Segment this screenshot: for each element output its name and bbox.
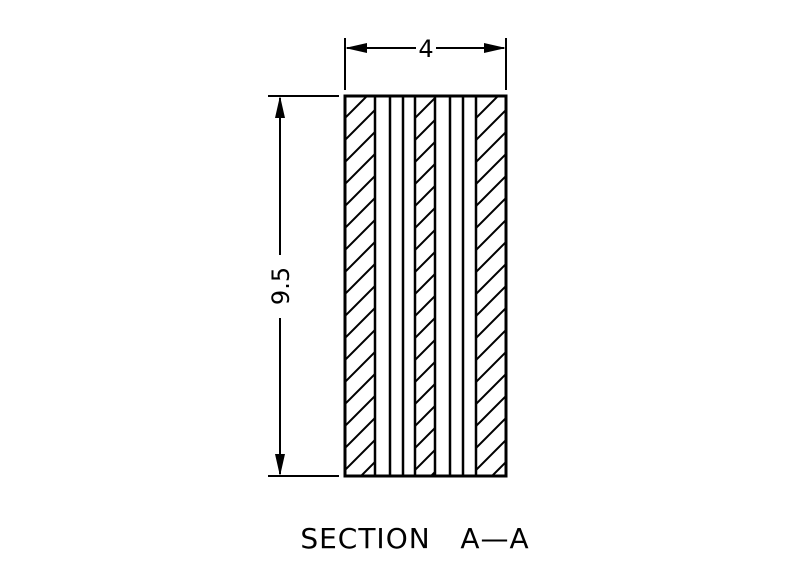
- hatch-line: [476, 351, 506, 383]
- hatch-line: [476, 96, 500, 119]
- hatch-line: [476, 131, 506, 163]
- hatch-line: [345, 285, 375, 317]
- section-outline: [343, 94, 508, 478]
- hatch-line: [476, 109, 506, 141]
- hatch-line: [359, 461, 375, 476]
- hatch-line: [415, 383, 435, 405]
- hatch-line: [415, 119, 435, 141]
- width-dimension-label: 4: [418, 35, 433, 63]
- hatch-line: [345, 329, 375, 361]
- hatch-line: [345, 307, 375, 339]
- arrowhead: [345, 43, 367, 53]
- height-dimension-label: 9.5: [267, 267, 295, 305]
- hatch-line: [415, 97, 435, 119]
- hatch-line: [345, 197, 375, 229]
- hatch-line: [415, 207, 435, 229]
- hatch-line: [345, 96, 369, 119]
- hatch-line: [345, 351, 375, 383]
- hatch-line: [476, 153, 506, 185]
- hatch-line: [345, 439, 375, 471]
- arrowhead: [484, 43, 506, 53]
- hatch-line: [415, 494, 435, 514]
- hatch-line: [345, 484, 375, 514]
- height-dimension: [268, 95, 339, 477]
- hatch-line: [476, 175, 506, 207]
- hatch-line: [345, 395, 375, 427]
- hatch-line: [476, 197, 506, 229]
- hatch-line: [476, 96, 478, 97]
- hatch-right-band: [476, 96, 506, 514]
- hatch-line: [415, 229, 435, 251]
- hatch-line: [415, 339, 435, 361]
- hatch-line: [415, 96, 417, 97]
- hatch-line: [345, 219, 375, 251]
- hatch-line: [345, 153, 375, 185]
- arrowhead: [275, 96, 285, 118]
- hatch-line: [345, 175, 375, 207]
- hatch-line: [476, 285, 506, 317]
- hatch-line: [415, 405, 435, 427]
- hatch-line: [415, 185, 435, 207]
- hatch-line: [476, 417, 506, 449]
- hatch-line: [415, 163, 435, 185]
- hatch-line: [415, 251, 435, 273]
- hatch-line: [345, 131, 375, 163]
- hatch-line: [476, 241, 506, 273]
- hatch-line: [476, 329, 506, 361]
- hatch-line: [345, 417, 375, 449]
- hatch-line: [345, 96, 347, 97]
- hatch-line: [476, 263, 506, 295]
- hatch-line: [415, 449, 435, 471]
- hatch-line: [345, 241, 375, 273]
- hatch-line: [415, 361, 435, 383]
- hatch-line: [345, 373, 375, 405]
- hatch-line: [415, 141, 435, 163]
- hatch-line: [476, 484, 506, 514]
- hatch-line: [476, 395, 506, 427]
- hatch-line: [415, 317, 435, 339]
- hatch-line: [415, 295, 435, 317]
- arrowhead: [275, 454, 285, 476]
- hatch-line: [476, 219, 506, 251]
- hatch-line: [490, 461, 506, 476]
- width-dimension: [344, 38, 507, 90]
- hatch-middle-band: [415, 96, 435, 514]
- section-caption: SECTION A—A: [300, 522, 529, 555]
- hatch-line: [345, 263, 375, 295]
- hatch-line: [476, 307, 506, 339]
- hatch-left-band: [345, 96, 375, 514]
- internal-layer-lines: [373, 96, 478, 476]
- hatch-line: [476, 439, 506, 471]
- hatch-line: [476, 373, 506, 405]
- hatch-line: [415, 273, 435, 295]
- hatch-line: [415, 427, 435, 449]
- hatch-line: [345, 109, 375, 141]
